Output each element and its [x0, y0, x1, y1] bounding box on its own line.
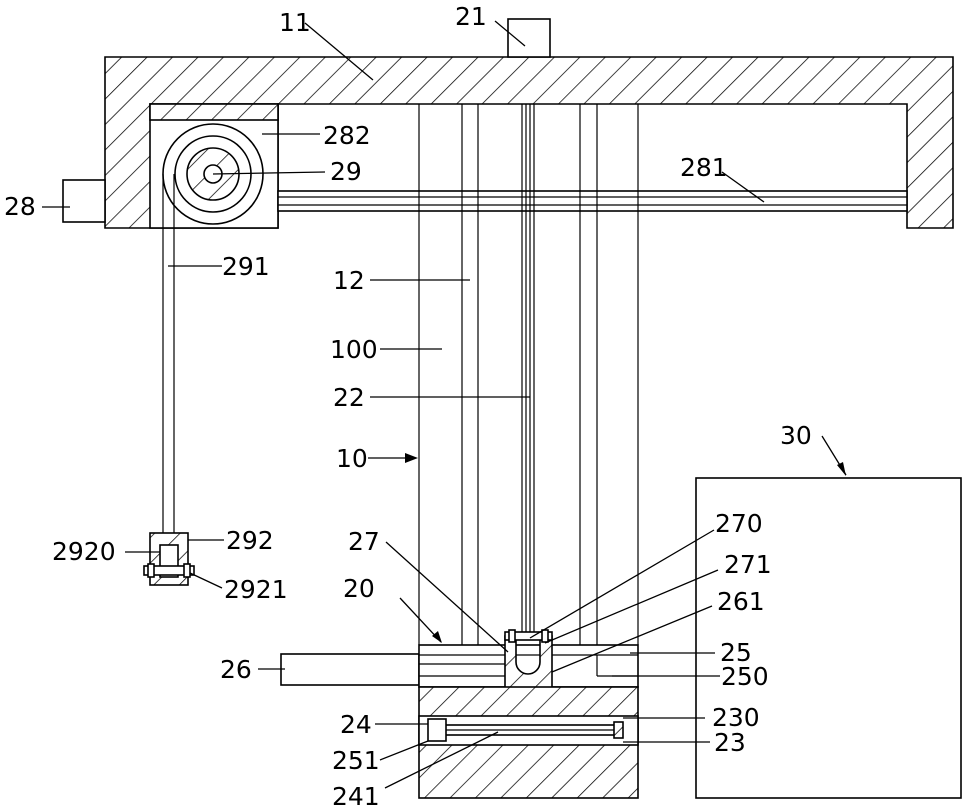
label-29: 29 [330, 157, 362, 186]
label-10: 10 [336, 444, 368, 473]
label-27: 27 [348, 527, 380, 556]
clamp-nut [542, 630, 548, 642]
label-28: 28 [4, 192, 36, 221]
label-2921: 2921 [224, 575, 288, 604]
top-motor [508, 19, 550, 57]
label-12: 12 [333, 266, 365, 295]
label-2920: 2920 [52, 537, 116, 566]
bearing [614, 722, 623, 738]
label-21: 21 [455, 2, 487, 31]
hook-pin-nut [148, 564, 154, 577]
label-23: 23 [714, 728, 746, 757]
left-motor [63, 180, 105, 222]
label-271: 271 [724, 550, 772, 579]
label-100: 100 [330, 335, 378, 364]
horizontal-rail [278, 191, 907, 211]
label-20: 20 [343, 574, 375, 603]
label-270: 270 [715, 509, 763, 538]
label-282: 282 [323, 121, 371, 150]
label-292: 292 [226, 526, 274, 555]
label-24: 24 [340, 710, 372, 739]
label-30: 30 [780, 421, 812, 450]
label-251: 251 [332, 746, 380, 775]
label-291: 291 [222, 252, 270, 281]
clamp-nut [509, 630, 515, 642]
label-261: 261 [717, 587, 765, 616]
base-motor [428, 719, 446, 741]
pulley-housing-cap [150, 104, 278, 120]
label-281: 281 [680, 153, 728, 182]
label-250: 250 [721, 662, 769, 691]
label-26: 26 [220, 655, 252, 684]
side-handle [281, 654, 419, 685]
label-22: 22 [333, 383, 365, 412]
hook-pin-nut [184, 564, 190, 577]
label-11: 11 [279, 8, 311, 37]
label-241: 241 [332, 782, 380, 811]
